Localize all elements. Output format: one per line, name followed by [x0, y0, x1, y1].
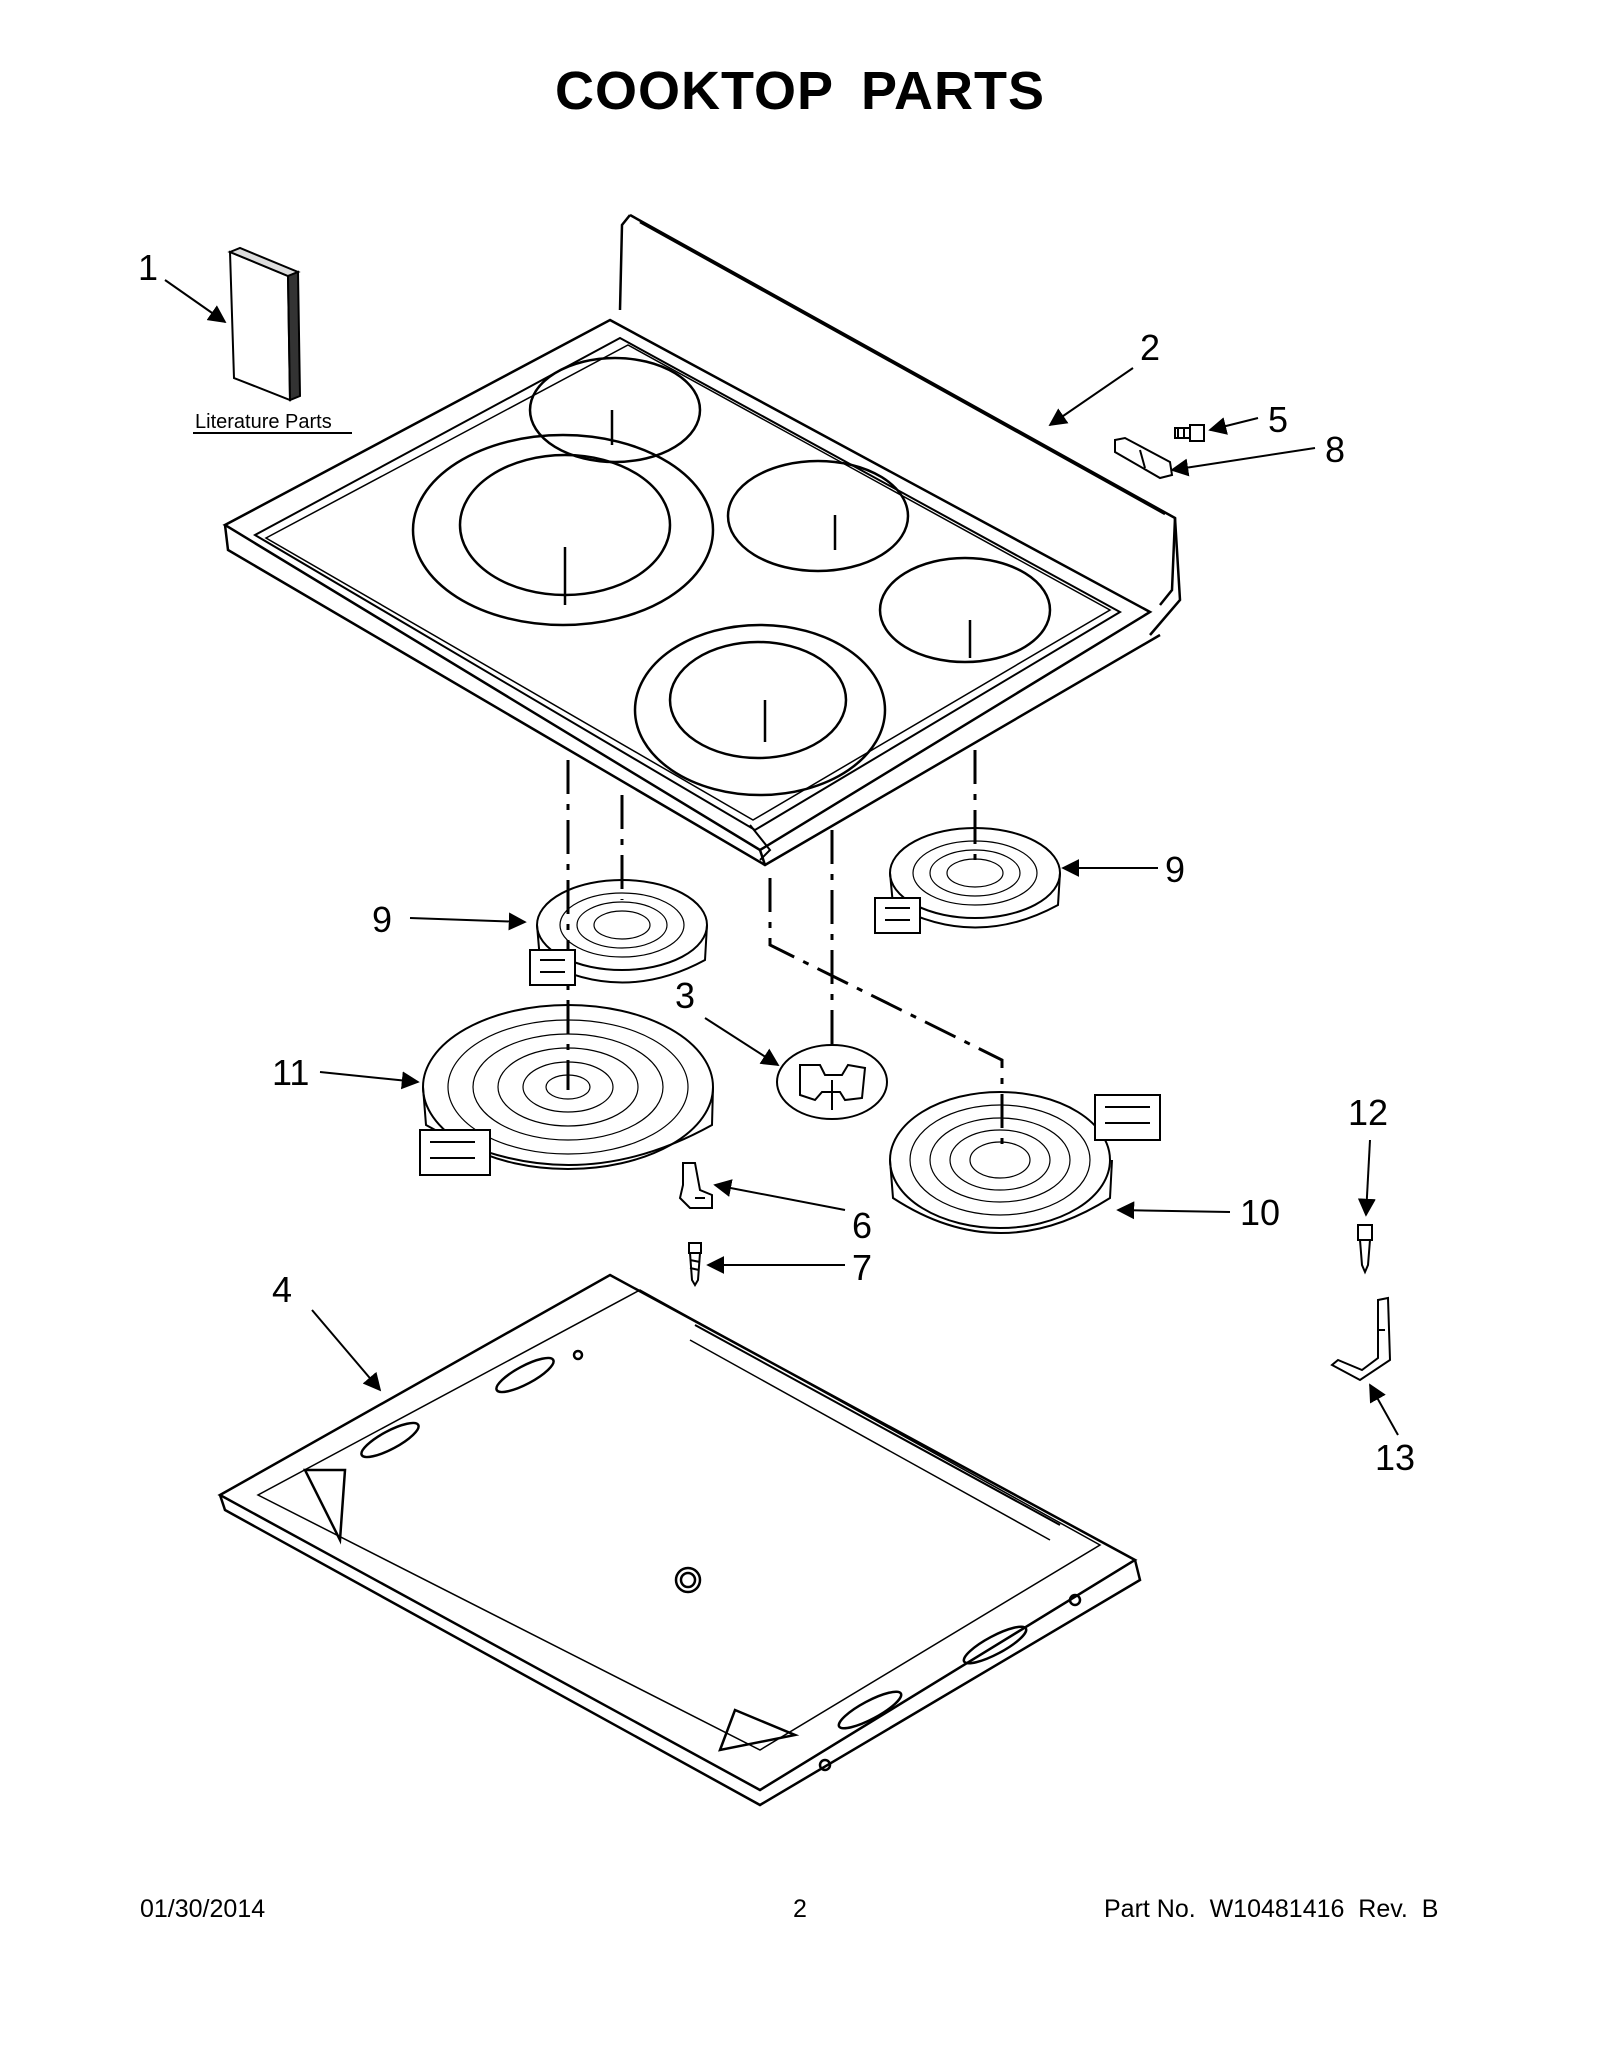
screw-leveling	[1357, 1224, 1373, 1275]
callout-12: 12	[1348, 1092, 1388, 1133]
burner-support-plate	[776, 1044, 888, 1120]
radiant-element-small-left	[529, 879, 708, 986]
literature-label: Literature Parts	[195, 411, 332, 433]
callout-8: 8	[1325, 429, 1345, 470]
mounting-bracket	[1114, 436, 1174, 480]
callout-1: 1	[138, 247, 158, 288]
mounting-clip	[678, 1162, 713, 1209]
callout-6: 6	[852, 1205, 872, 1246]
callout-11: 11	[272, 1052, 309, 1093]
anti-tip-bracket	[1330, 1296, 1392, 1382]
callout-13: 13	[1375, 1437, 1415, 1478]
radiant-element-large-dual	[419, 1004, 714, 1176]
footer-part-number: Part No. W10481416 Rev. B	[1104, 1895, 1439, 1923]
radiant-element-large-triple	[889, 1091, 1161, 1234]
page-title: COOKTOP PARTS	[554, 61, 1046, 121]
literature-booklet	[227, 246, 302, 402]
radiant-element-small-right	[874, 827, 1061, 934]
callout-4: 4	[272, 1269, 292, 1310]
cooktop-bottom-panel	[217, 1273, 1142, 1807]
callout-7: 7	[852, 1247, 872, 1288]
screw-small	[688, 1242, 702, 1287]
footer-date: 01/30/2014	[140, 1895, 266, 1923]
callout-2: 2	[1140, 327, 1160, 368]
screw-bracket	[1174, 424, 1205, 442]
footer-page-number: 2	[793, 1895, 807, 1923]
callout-3: 3	[675, 975, 695, 1016]
callout-10: 10	[1240, 1192, 1280, 1233]
cooktop-main-top	[222, 213, 1182, 867]
callout-9-left: 9	[372, 899, 392, 940]
callout-5: 5	[1268, 399, 1288, 440]
leader-arrows	[164, 279, 1399, 1436]
callout-9-right: 9	[1165, 849, 1185, 890]
